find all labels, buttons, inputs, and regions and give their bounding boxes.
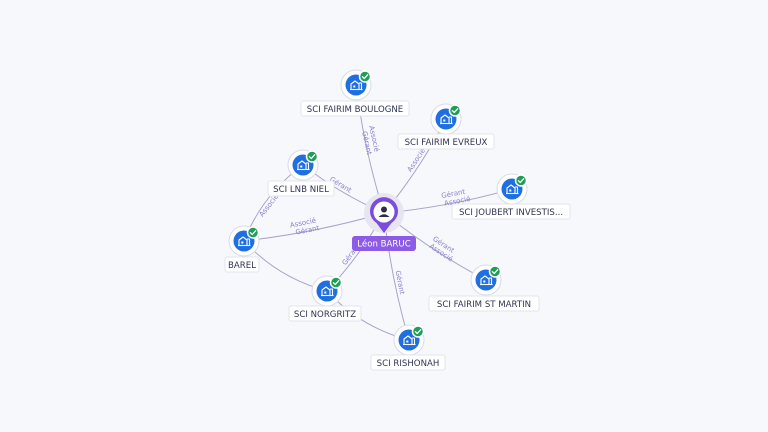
building-icon xyxy=(297,160,310,171)
company-label-box xyxy=(300,100,410,117)
company-name: BAREL xyxy=(228,261,256,271)
check-badge-icon xyxy=(246,226,260,239)
building-icon xyxy=(238,236,251,247)
center-label-box xyxy=(352,236,416,251)
check-badge-icon xyxy=(329,276,343,289)
check-badge-icon xyxy=(411,325,425,338)
check-badge-icon xyxy=(305,150,319,163)
nodes-layer: SCI FAIRIM BOULOGNE SCI FAIRIM EVREUX SCI … xyxy=(224,69,571,371)
company-label-box xyxy=(224,256,260,273)
company-node-lnb[interactable]: SCI LNB NIEL xyxy=(267,149,335,197)
edge-role-label: Associé xyxy=(258,193,281,219)
center-person-name: Léon BARUC xyxy=(357,239,410,250)
company-node-norgritz[interactable]: SCI NORGRITZ xyxy=(288,275,362,322)
company-name: SCI RISHONAH xyxy=(377,359,440,369)
center-person-node[interactable]: Léon BARUC xyxy=(352,193,416,251)
company-name: SCI JOUBERT INVESTIS... xyxy=(459,208,563,218)
company-label-box xyxy=(428,295,540,312)
company-name: SCI FAIRIM BOULOGNE xyxy=(307,105,404,115)
company-node-boulogne[interactable]: SCI FAIRIM BOULOGNE xyxy=(300,69,410,117)
building-icon xyxy=(506,184,519,195)
company-name: SCI FAIRIM EVREUX xyxy=(405,138,488,148)
check-badge-icon xyxy=(488,265,502,278)
company-name: SCI FAIRIM ST MARTIN xyxy=(437,300,531,310)
company-label-box xyxy=(288,305,362,322)
building-icon xyxy=(350,80,363,91)
building-icon xyxy=(321,286,334,297)
company-node-barel[interactable]: BAREL xyxy=(224,225,260,273)
company-label-box xyxy=(397,133,495,150)
edge-role-label: Gérant xyxy=(394,270,407,295)
company-name: SCI NORGRITZ xyxy=(294,310,356,320)
building-icon xyxy=(440,114,453,125)
company-label-box xyxy=(267,180,335,197)
company-label-box xyxy=(370,354,446,371)
company-node-evreux[interactable]: SCI FAIRIM EVREUX xyxy=(397,103,495,150)
building-icon xyxy=(480,275,493,286)
company-node-rishonah[interactable]: SCI RISHONAH xyxy=(370,324,446,371)
company-node-joubert[interactable]: SCI JOUBERT INVESTIS... xyxy=(451,173,571,220)
check-badge-icon xyxy=(514,174,528,187)
person-icon xyxy=(378,206,390,217)
check-badge-icon xyxy=(358,70,372,83)
company-label-box xyxy=(451,203,571,220)
building-icon xyxy=(403,335,416,346)
company-name: SCI LNB NIEL xyxy=(273,185,329,195)
check-badge-icon xyxy=(448,104,462,117)
company-node-stmartin[interactable]: SCI FAIRIM ST MARTIN xyxy=(428,264,540,312)
